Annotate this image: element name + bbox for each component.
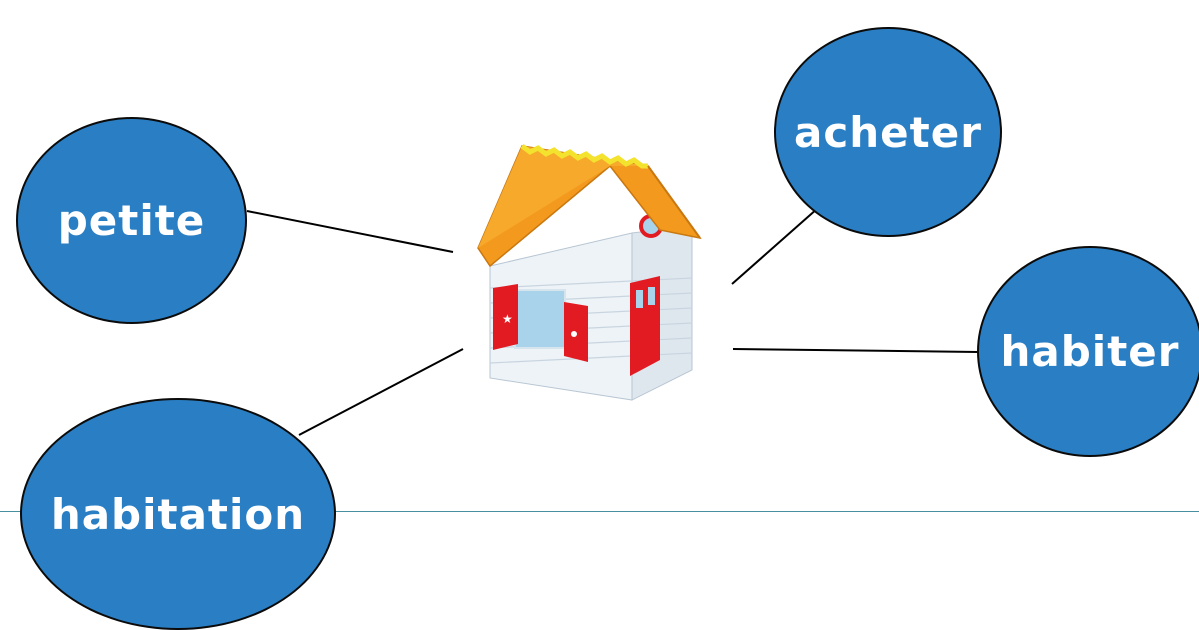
word-bubble-petite: petite [16,117,247,324]
word-label-habiter: habiter [1000,327,1180,376]
word-bubble-habitation: habitation [20,398,336,630]
connector-habitation [298,348,464,436]
word-label-petite: petite [57,196,206,245]
word-label-acheter: acheter [794,107,982,157]
svg-text:★: ★ [502,312,513,326]
house-icon: ★ [477,144,702,401]
connector-petite [246,210,454,253]
divider-line [0,511,1199,512]
word-label-habitation: habitation [50,489,306,539]
word-bubble-acheter: acheter [774,27,1002,237]
word-bubble-habiter: habiter [977,246,1199,457]
connector-habiter [732,348,979,353]
connector-acheter [731,207,819,285]
